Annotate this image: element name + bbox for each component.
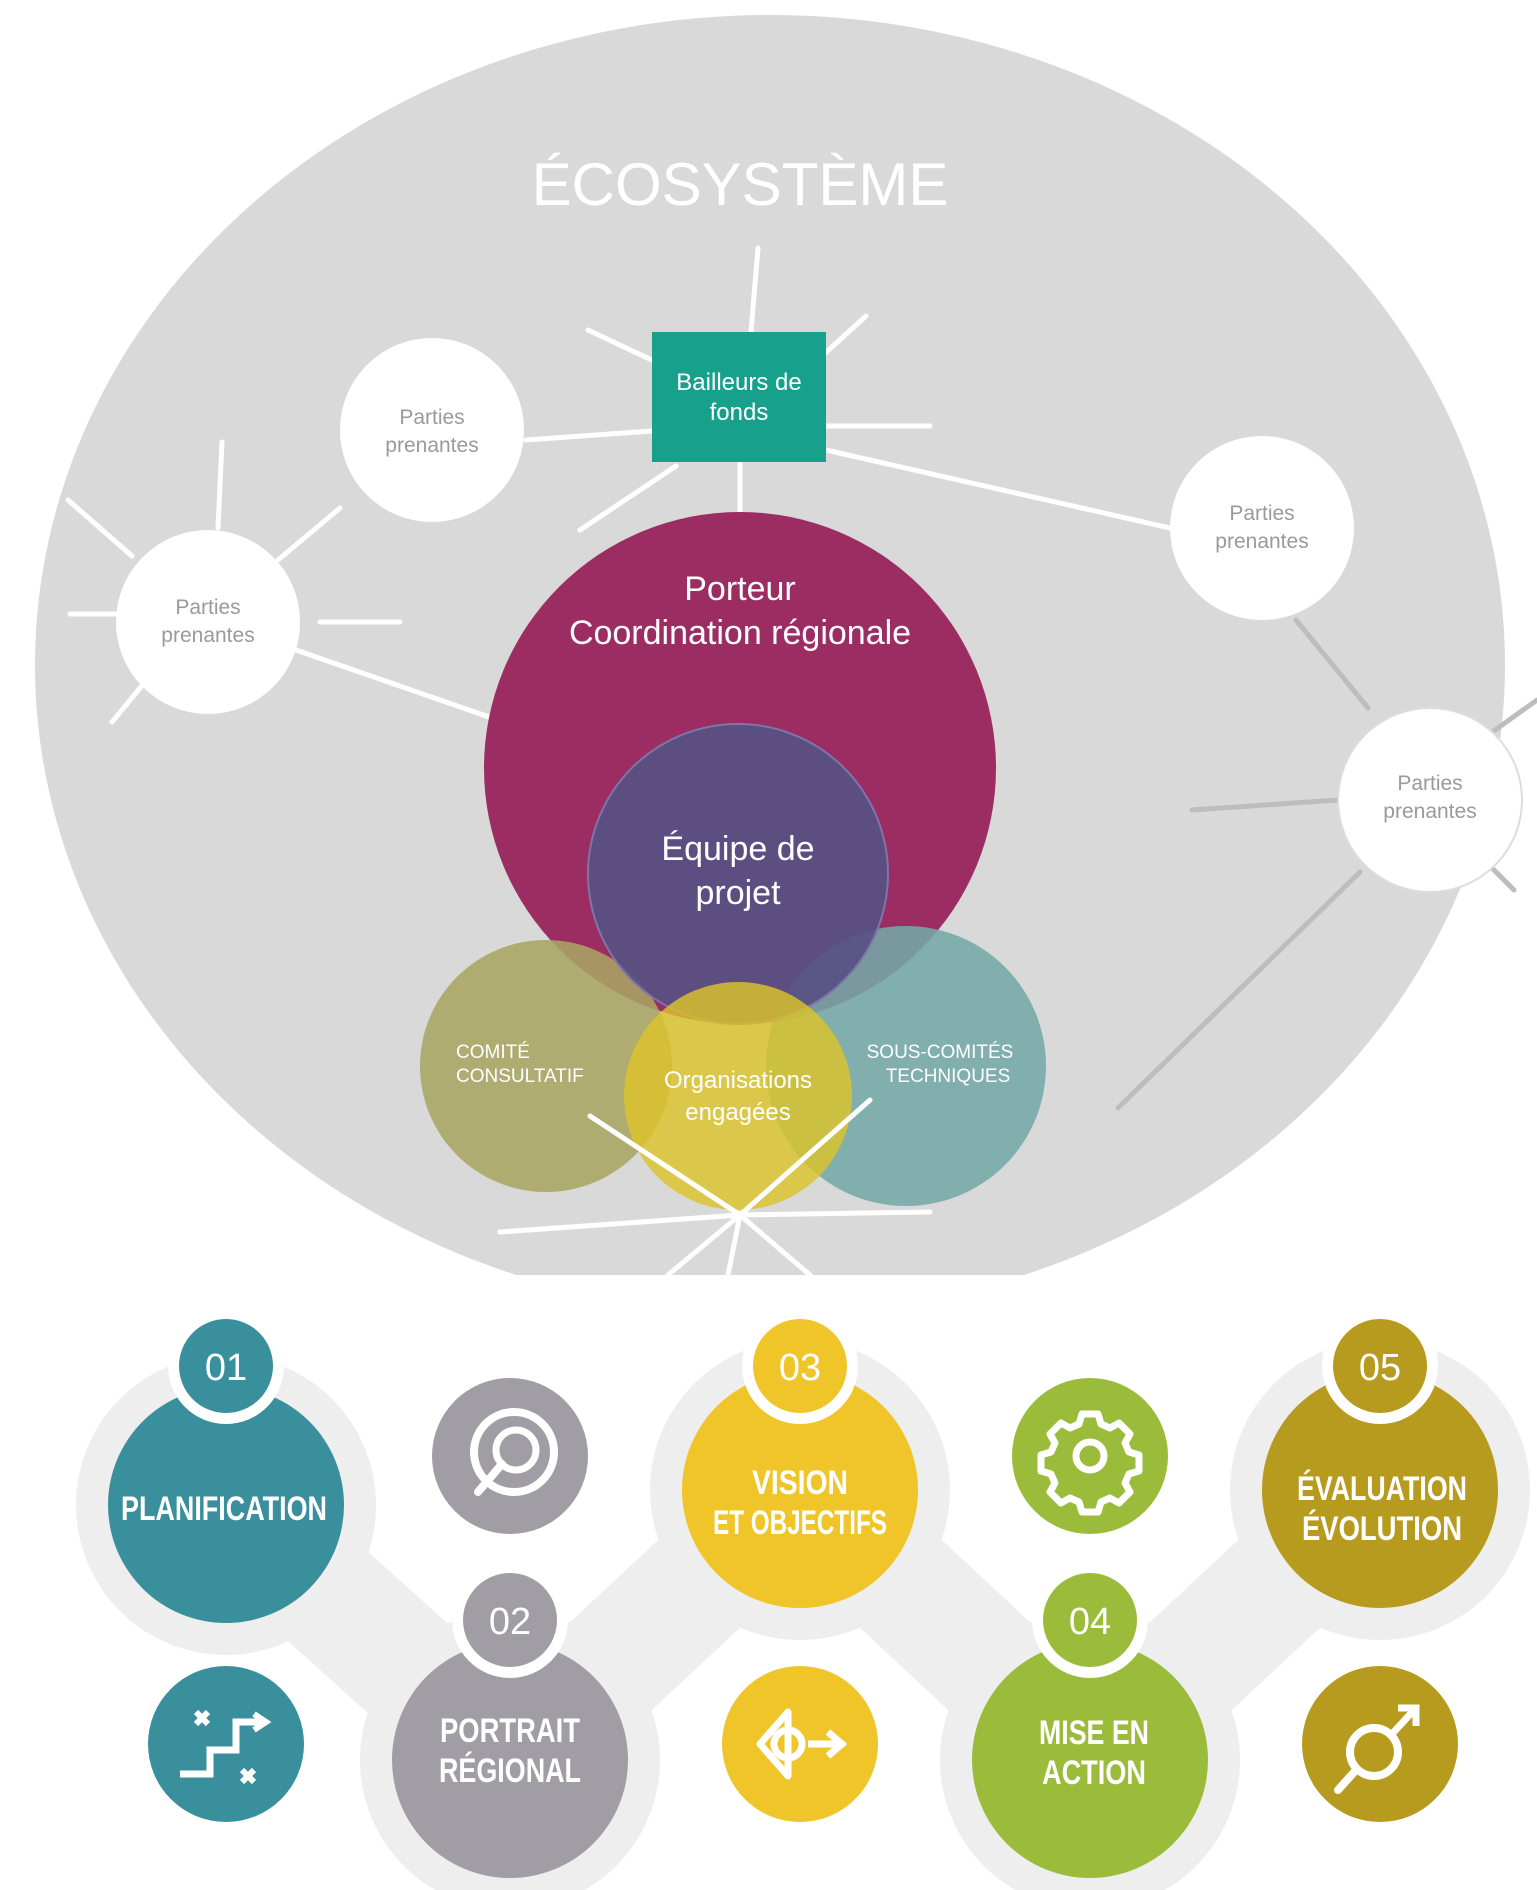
step-1-number: 01	[205, 1347, 247, 1389]
step-3-label-line1: VISION	[752, 1464, 848, 1502]
ecosystem-title: ÉCOSYSTÈME	[532, 151, 949, 218]
stakeholder-node-2: Parties prenantes	[116, 530, 300, 714]
porteur-label-line2: Coordination régionale	[569, 614, 911, 652]
steps-path-icon	[148, 1666, 304, 1822]
search-bubble-icon	[432, 1378, 588, 1534]
step-planification: 01 PLANIFICATION	[108, 1308, 344, 1623]
gear-icon	[1012, 1378, 1168, 1534]
svg-text:prenantes: prenantes	[161, 624, 254, 647]
step-3-label-line2: ET OBJECTIFS	[713, 1504, 887, 1542]
porteur-label-line1: Porteur	[684, 570, 796, 608]
step-1-label: PLANIFICATION	[121, 1490, 327, 1528]
team-label-line2: projet	[695, 874, 781, 912]
stakeholder-node-4: Parties prenantes	[1337, 707, 1523, 893]
team-label-line1: Équipe de	[661, 830, 814, 868]
step-4-number: 04	[1069, 1601, 1111, 1643]
svg-text:prenantes: prenantes	[385, 434, 478, 457]
step-2-label-line1: PORTRAIT	[440, 1712, 580, 1750]
step-2-number: 02	[489, 1601, 531, 1643]
technical-label-line2: TECHNIQUES	[886, 1066, 1011, 1087]
step-5-label-line1: ÉVALUATION	[1297, 1470, 1467, 1508]
svg-text:prenantes: prenantes	[1383, 800, 1476, 823]
svg-text:Parties: Parties	[1229, 502, 1294, 525]
step-evaluation-evolution: 05 ÉVALUATION ÉVOLUTION	[1262, 1308, 1498, 1608]
step-5-number: 05	[1359, 1347, 1401, 1389]
step-mise-en-action: 04 MISE EN ACTION	[972, 1562, 1208, 1878]
advisory-label-line1: COMITÉ	[456, 1042, 530, 1063]
eye-arrow-icon	[722, 1666, 878, 1822]
engaged-organisations-circle	[624, 982, 852, 1210]
stakeholder-node-3: Parties prenantes	[1170, 436, 1354, 620]
stakeholder-node-1: Parties prenantes	[340, 338, 524, 522]
step-5-label-line2: ÉVOLUTION	[1302, 1510, 1462, 1548]
magnifier-arrow-icon	[1302, 1666, 1458, 1822]
step-2-label-line2: RÉGIONAL	[439, 1752, 581, 1790]
funders-label-line2: fonds	[710, 399, 769, 426]
step-4-label-line2: ACTION	[1042, 1754, 1146, 1792]
svg-text:Parties: Parties	[1397, 772, 1462, 795]
step-4-label-line1: MISE EN	[1039, 1714, 1149, 1752]
advisory-label-line2: CONSULTATIF	[456, 1066, 584, 1087]
orgs-label-line1: Organisations	[664, 1067, 812, 1094]
step-3-number: 03	[779, 1347, 821, 1389]
funders-label-line1: Bailleurs de	[676, 369, 801, 396]
orgs-label-line2: engagées	[685, 1099, 790, 1126]
funders-box	[652, 332, 826, 462]
svg-text:prenantes: prenantes	[1215, 530, 1308, 553]
technical-label-line1: SOUS-COMITÉS	[867, 1042, 1014, 1063]
process-steps: 01 PLANIFICATION 02 PORTRAIT RÉGIONAL 03…	[76, 1308, 1530, 1890]
svg-text:Parties: Parties	[399, 406, 464, 429]
step-portrait-regional: 02 PORTRAIT RÉGIONAL	[392, 1562, 628, 1878]
step-vision-objectifs: 03 VISION ET OBJECTIFS	[682, 1308, 918, 1608]
svg-text:Parties: Parties	[175, 596, 240, 619]
